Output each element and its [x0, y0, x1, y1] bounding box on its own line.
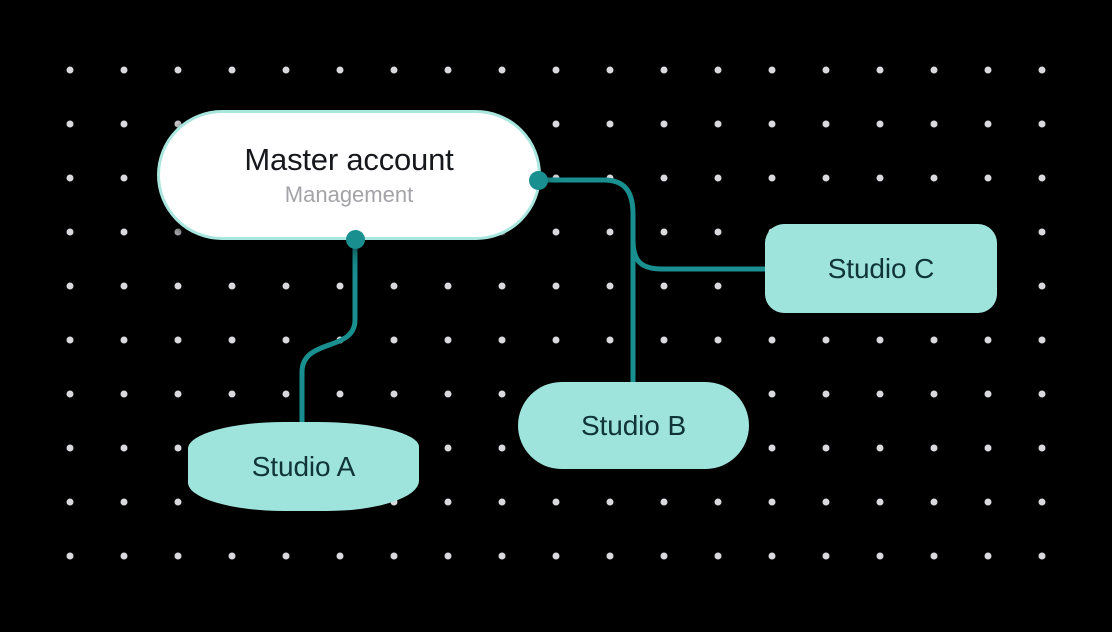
edge-master-to-studio-c: [630, 237, 775, 272]
node-studio-a[interactable]: Studio A: [188, 422, 419, 511]
edge-master-to-studio-a: [299, 236, 358, 433]
node-master-account[interactable]: Master account Management: [157, 110, 541, 240]
studio-c-label: Studio C: [827, 252, 935, 284]
master-bottom-port-dot[interactable]: [345, 229, 365, 249]
node-studio-b[interactable]: Studio B: [518, 382, 749, 469]
studio-b-label: Studio B: [580, 409, 687, 441]
master-right-port-dot[interactable]: [528, 170, 548, 190]
edge-master-to-studio-b: [535, 177, 636, 393]
master-account-title: Master account: [244, 142, 454, 178]
master-account-subtitle: Management: [284, 181, 414, 207]
studio-a-label: Studio A: [251, 450, 356, 482]
studio-a-shape: [188, 422, 419, 511]
node-studio-c[interactable]: Studio C: [765, 224, 997, 313]
